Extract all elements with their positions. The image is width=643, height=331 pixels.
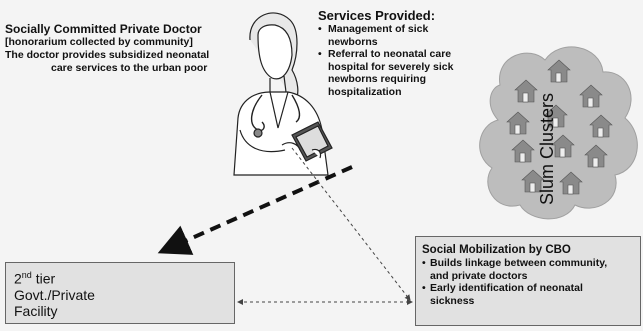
services-list: Management of sick newborns Referral to …: [318, 23, 508, 98]
house-icon: [521, 169, 545, 193]
cbo-title: Social Mobilization by CBO: [422, 244, 571, 256]
services-item-line: hospitalization: [328, 85, 402, 98]
services-item: Management of sick newborns: [318, 23, 508, 48]
doctor-line-services: The doctor provides subsidized neonatal: [5, 49, 210, 61]
house-icon: [579, 84, 603, 108]
services-item-line: Management of sick: [328, 23, 429, 35]
cbo-item-line: Builds linkage between community,: [430, 257, 608, 269]
house-icon: [551, 134, 575, 158]
second-tier-facility-box: 2nd tier Govt./Private Facility: [5, 262, 235, 324]
services-item-line: newborns requiring: [328, 73, 427, 85]
slum-clusters-label: Slum Clusters: [537, 93, 557, 205]
doctor-description: Socially Committed Private Doctor [honor…: [5, 22, 245, 75]
tier-line-3: Facility: [14, 302, 58, 319]
house-icon: [544, 104, 568, 128]
house-icon: [589, 114, 613, 138]
tier-number: 2: [14, 270, 22, 287]
cbo-item-line: sickness: [430, 294, 475, 307]
cbo-mobilization-box: Social Mobilization by CBO Builds linkag…: [415, 236, 641, 326]
services-item: Referral to neonatal care hospital for s…: [318, 48, 508, 98]
doctor-line-honorarium: [honorarium collected by community]: [5, 36, 193, 48]
services-item-line: newborns: [328, 35, 378, 48]
cbo-item-line: Early identification of neonatal: [430, 282, 583, 294]
cbo-list: Builds linkage between community, and pr…: [422, 257, 634, 307]
cbo-item-line: and private doctors: [430, 269, 528, 282]
house-icon: [506, 111, 530, 135]
house-icon: [547, 59, 571, 83]
services-item-line: Referral to neonatal care: [328, 48, 452, 60]
doctor-cbo-connector: [291, 147, 411, 301]
referral-arrow: [157, 165, 353, 255]
cbo-item: Builds linkage between community, and pr…: [422, 257, 634, 282]
cbo-item: Early identification of neonatal sicknes…: [422, 282, 634, 307]
house-icon: [559, 171, 583, 195]
tier-line-1: 2nd tier: [14, 267, 226, 287]
tier-line-2: Govt./Private: [14, 286, 95, 303]
services-item-line: hospital for severely sick: [328, 60, 454, 73]
services-title: Services Provided:: [318, 8, 436, 23]
doctor-illustration: [233, 12, 333, 176]
house-icon: [514, 79, 538, 103]
tier-word: tier: [31, 270, 56, 287]
house-icons: [506, 59, 613, 195]
doctor-line-urban-poor: care services to the urban poor: [51, 62, 208, 74]
services-provided: Services Provided: Management of sick ne…: [318, 8, 508, 98]
house-icon: [511, 139, 535, 163]
tier-ordinal: nd: [21, 270, 32, 280]
doctor-title: Socially Committed Private Doctor: [5, 22, 202, 36]
house-icon: [584, 144, 608, 168]
